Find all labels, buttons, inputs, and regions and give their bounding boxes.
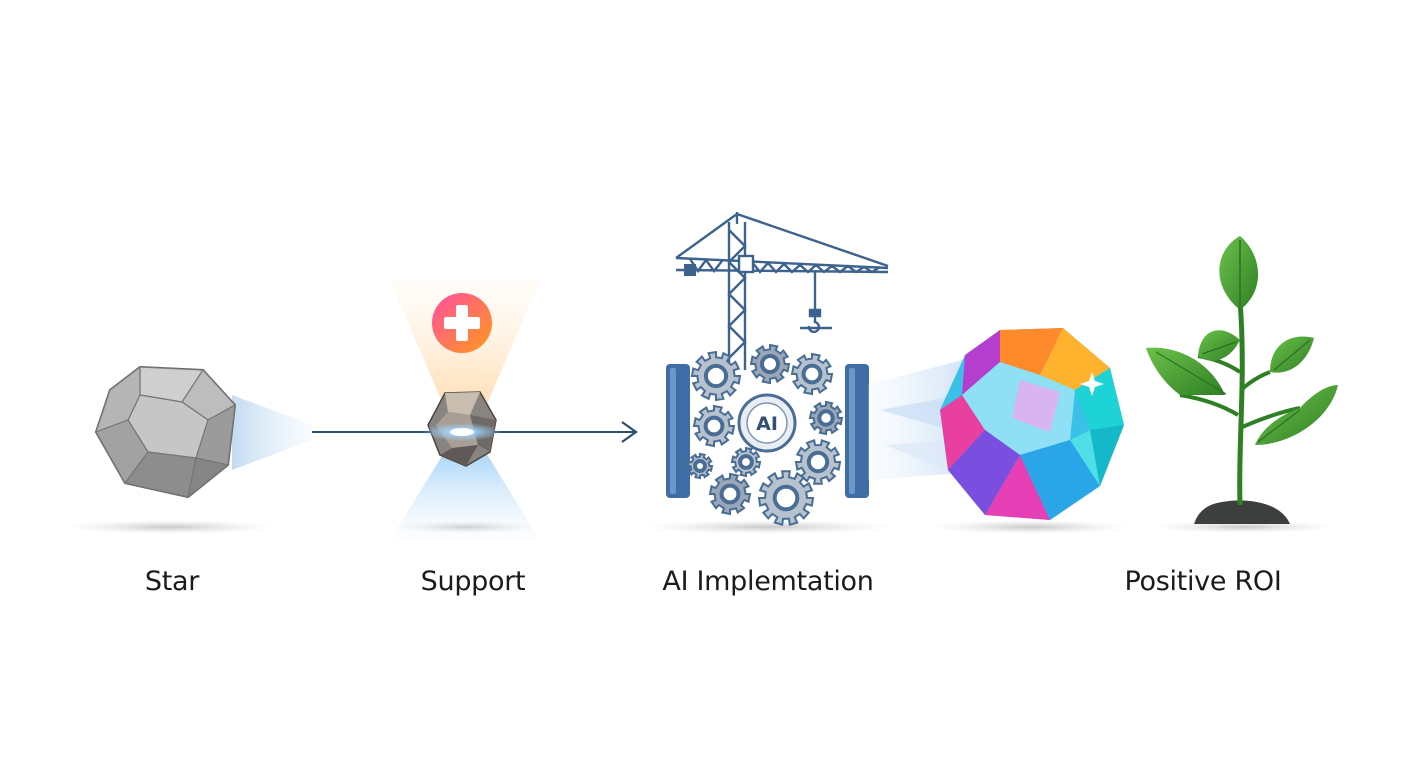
stage-label-positive-roi: Positive ROI bbox=[1124, 566, 1282, 597]
gear-hub-icon bbox=[817, 409, 835, 427]
gear-hub-icon bbox=[806, 450, 830, 474]
counterweight-icon bbox=[684, 264, 696, 276]
crane-cab-icon bbox=[737, 254, 755, 274]
colorful-gem-icon bbox=[940, 328, 1124, 520]
gray-polyhedron-icon bbox=[94, 365, 312, 499]
plus-badge-icon bbox=[432, 293, 492, 353]
ai-badge-text: AI bbox=[756, 413, 778, 435]
crane-icon bbox=[675, 212, 889, 370]
gear-hub-icon bbox=[772, 484, 800, 512]
gear-hub-icon bbox=[760, 354, 780, 374]
gem-sparkle-icon bbox=[1080, 372, 1104, 396]
sparkle-icons bbox=[432, 368, 496, 388]
stage-label-star: Star bbox=[144, 566, 200, 597]
ground-shadows bbox=[65, 520, 1334, 534]
gear-cluster-icon bbox=[686, 343, 844, 526]
gear-hub-icon bbox=[703, 415, 725, 437]
gear-hub-icon bbox=[693, 459, 707, 473]
stage-label-support: Support bbox=[420, 566, 526, 597]
gear-hub-icon bbox=[738, 454, 754, 470]
gear-hub-icon bbox=[801, 363, 823, 385]
gear-hub-icon bbox=[719, 483, 741, 505]
sprout-icon bbox=[1146, 236, 1338, 524]
ai-badge-icon: AI bbox=[737, 393, 797, 453]
gear-hub-icon bbox=[703, 363, 729, 389]
small-rock-icon bbox=[422, 391, 502, 467]
side-pillars bbox=[666, 364, 869, 498]
stage-label-ai-implementation: AI Implemtation bbox=[662, 566, 874, 597]
